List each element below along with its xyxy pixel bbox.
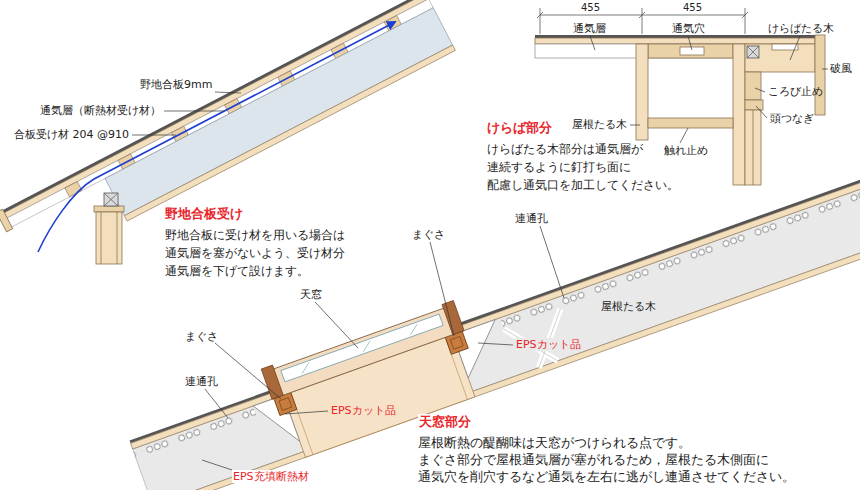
eave-roof-section-part	[0, 209, 13, 232]
leader-lines-part	[822, 69, 828, 70]
dimension: 455	[683, 2, 702, 14]
part-label: まぐさ	[412, 228, 445, 241]
leader-lines-part	[430, 242, 454, 336]
part-label: EPSカット品	[330, 404, 397, 417]
skylight-roof-section-part	[459, 172, 860, 326]
part-label: 触れ止め	[664, 144, 708, 157]
leader-lines-part	[164, 111, 224, 112]
leader-lines-part	[315, 302, 358, 348]
section-heading: けらば部分	[487, 120, 552, 135]
part-label: けらばたる木	[768, 22, 834, 35]
verge-section-part	[733, 44, 745, 185]
skylight-roof-section-part	[442, 301, 464, 335]
verge-section-part	[535, 35, 825, 38]
verge-section-part	[747, 46, 759, 58]
verge-section-part	[745, 72, 761, 100]
leader-lines-part	[215, 92, 241, 93]
verge-section-part	[745, 100, 763, 110]
part-label: EPS充填断熱材	[232, 470, 310, 483]
skylight-roof-section-part	[130, 390, 272, 443]
skylight-roof-section-part	[264, 305, 462, 399]
skylight-roof-section-part	[450, 336, 463, 349]
verge-section-part	[745, 44, 815, 72]
eave-roof-section-part	[65, 182, 82, 197]
part-label: まぐさ	[185, 330, 218, 343]
leader-lines-part	[590, 36, 595, 50]
skylight-roof-section-part	[261, 365, 283, 399]
part-label: 頭つなぎ	[770, 112, 814, 125]
leader-lines-part	[540, 226, 564, 298]
skylight-roof-section	[122, 150, 860, 490]
verge-section-part	[680, 47, 704, 55]
dimension-lines-part	[537, 12, 748, 18]
part-label: 天窓	[300, 288, 322, 301]
leader-lines-part	[630, 125, 640, 126]
verge-section-part	[648, 118, 733, 128]
verge-section-part	[648, 44, 733, 58]
verge-section-part	[772, 44, 798, 50]
part-label: ころび止め	[768, 85, 823, 98]
note-text: けらばたる木部分は通気層が 連続するように釘打ち面に 配慮し通気口を加工してくだ…	[487, 140, 685, 194]
part-label: 野地合板9mm	[140, 78, 212, 91]
leader-lines-part	[755, 88, 765, 92]
verge-section-part	[815, 35, 825, 115]
part-label: 連通孔	[185, 375, 218, 388]
part-label: 屋根たる木	[600, 300, 657, 313]
verge-section-part	[753, 110, 754, 185]
leader-lines-part	[285, 411, 328, 414]
eave-wall-part	[117, 212, 118, 264]
section-heading: 天窓部分	[418, 414, 472, 429]
leader-lines-part	[215, 343, 281, 399]
skylight-roof-section-part	[299, 324, 419, 374]
verge-section-part	[745, 110, 761, 185]
verge-section-part	[747, 46, 759, 58]
skylight-roof-section-part	[460, 174, 860, 331]
leader-lines-part	[680, 128, 688, 143]
leader-lines-part	[478, 343, 513, 345]
part-label: 通気層	[573, 22, 606, 35]
part-label: 破風	[830, 62, 852, 75]
skylight-roof-section-part	[279, 398, 292, 411]
eave-wall-part	[104, 193, 118, 206]
dimension-lines	[537, 8, 748, 34]
eave-wall-part	[104, 193, 118, 206]
part-label: 屋根たる木	[572, 118, 627, 131]
part-label: 通気穴	[672, 22, 705, 35]
leader-lines-part	[790, 36, 800, 60]
leader-lines-part	[132, 135, 176, 136]
leader-lines-part	[205, 389, 228, 418]
skylight-roof-section-part	[281, 314, 443, 382]
part-label: 合板受け材 204 @910	[14, 128, 129, 141]
dimension: 455	[581, 2, 600, 14]
dimension-lines-part	[745, 8, 746, 34]
leader-lines	[202, 226, 564, 470]
eave-roof-section-part	[124, 45, 455, 221]
eave-wall-part	[96, 212, 122, 264]
verge-section-part	[535, 38, 815, 44]
part-label: 通気層（断熱材受け材）	[40, 104, 161, 117]
eave-wall	[94, 193, 124, 264]
note-text: 屋根断熱の醍醐味は天窓がつけられる点です。 まぐさ部分で屋根通気層が塞がれるため…	[418, 434, 801, 485]
leader-lines-part	[202, 460, 232, 470]
dimension-lines-part	[642, 8, 643, 34]
eave-wall-part	[94, 206, 124, 212]
dimension-lines-part	[540, 8, 541, 34]
eave-wall-part	[101, 212, 102, 264]
note-text: 野地合板に受け材を用いる場合は 通気層を塞がないよう、受け材分 通気層を下げて設…	[165, 226, 351, 280]
section-heading: 野地合板受け	[165, 206, 243, 221]
part-label: 連通孔	[515, 212, 548, 225]
leader-lines-part	[688, 36, 692, 50]
skylight-roof-section-part	[131, 393, 274, 449]
part-label: EPSカット品	[515, 338, 582, 351]
verge-section-part	[636, 44, 648, 140]
leader-lines-part	[756, 106, 767, 118]
